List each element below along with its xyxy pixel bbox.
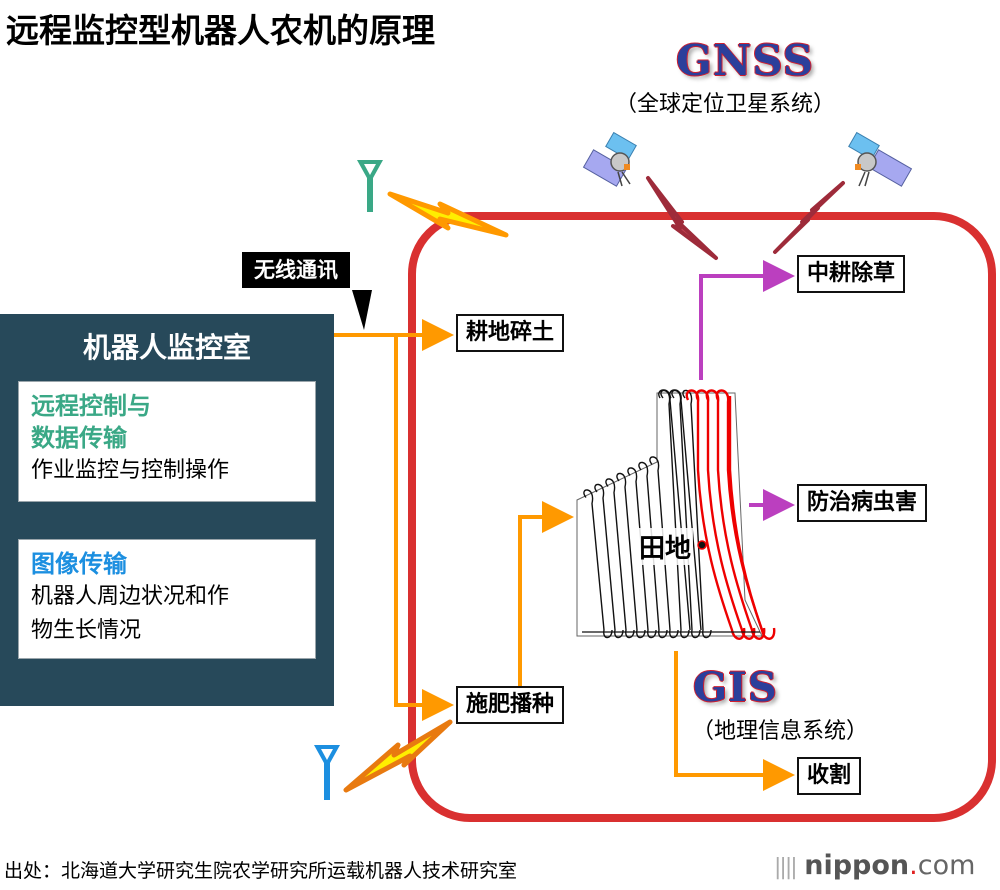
- source-credit: 出处：北海道大学研究生院农学研究所运载机器人技术研究室: [4, 860, 518, 882]
- gis-subtitle: （地理信息系统）: [692, 719, 869, 744]
- field-path-run-completed: [728, 396, 764, 631]
- brand-bars-icon: ||||: [774, 855, 798, 880]
- panel-body-line: 物生长情况: [31, 618, 142, 643]
- panel-body-line: 作业监控与控制操作: [31, 458, 230, 483]
- satellite-signal-left: [646, 176, 718, 260]
- field-path-run-completed: [695, 389, 756, 640]
- task-weeding: 中耕除草: [797, 255, 906, 293]
- lightning-bolt-icon: [343, 719, 453, 793]
- page-title: 远程监控型机器人农机的原理: [6, 11, 435, 50]
- gnss-subtitle: （全球定位卫星系统）: [615, 92, 836, 117]
- remote-control-panel: 远程控制与 数据传输 作业监控与控制操作: [18, 381, 316, 502]
- gis-logo: GIS: [693, 664, 778, 711]
- system-frame: [408, 212, 996, 822]
- field-path-run: [583, 489, 613, 639]
- field-boundary: [576, 392, 763, 637]
- field-label: 田地: [637, 528, 694, 565]
- image-transmission-panel: 图像传输 机器人周边状况和作 物生长情况: [18, 539, 316, 659]
- antenna-icon: [314, 745, 340, 800]
- field-path-run-completed: [705, 389, 766, 640]
- field-path-run: [605, 478, 635, 639]
- satellite-signal-right: [773, 181, 845, 254]
- brand-dot: .: [909, 850, 918, 881]
- panel-heading-line: 数据传输: [31, 424, 127, 452]
- gnss-logo: GNSS: [676, 36, 814, 85]
- field-path-run: [660, 389, 690, 639]
- lightning-bolt-icon: [387, 191, 509, 238]
- flow-field-to-harvest: [674, 651, 795, 791]
- robot-position-marker: [697, 540, 707, 550]
- antenna-icon: [357, 160, 383, 212]
- satellite-icon: [848, 131, 913, 187]
- field-path-run: [671, 389, 701, 639]
- panel-heading-line: 图像传输: [31, 550, 127, 578]
- flow-to-weeding: [699, 260, 795, 380]
- field-path-run: [594, 483, 624, 639]
- task-pest-control: 防治病虫害: [797, 484, 928, 522]
- field-path-run: [616, 472, 646, 639]
- task-sowing: 施肥播种: [456, 686, 565, 724]
- brand-logo: |||| nippon.com: [774, 850, 975, 881]
- field-path-run: [658, 389, 691, 631]
- flow-branch-down: [394, 335, 454, 721]
- satellite-icon: [582, 131, 637, 187]
- task-harvest: 收割: [797, 757, 862, 795]
- wireless-callout-pointer: [352, 290, 372, 330]
- wireless-communication-label: 无线通讯: [242, 252, 350, 288]
- field-path-run: [669, 389, 702, 631]
- panel-heading-line: 远程控制与: [31, 392, 151, 420]
- orange-flow-lines: [334, 319, 795, 791]
- task-tillage: 耕地碎土: [456, 314, 565, 352]
- field-path-run-completed: [685, 389, 746, 640]
- field-path-run: [682, 389, 712, 639]
- field-path-map: [576, 389, 776, 640]
- magenta-flow-lines: [699, 260, 795, 521]
- control-room-title: 机器人监控室: [82, 331, 251, 364]
- brand-name: nippon: [804, 850, 910, 881]
- brand-tld: com: [917, 850, 976, 881]
- panel-body-line: 机器人周边状况和作: [31, 584, 230, 609]
- flow-sowing-to-field: [518, 501, 574, 686]
